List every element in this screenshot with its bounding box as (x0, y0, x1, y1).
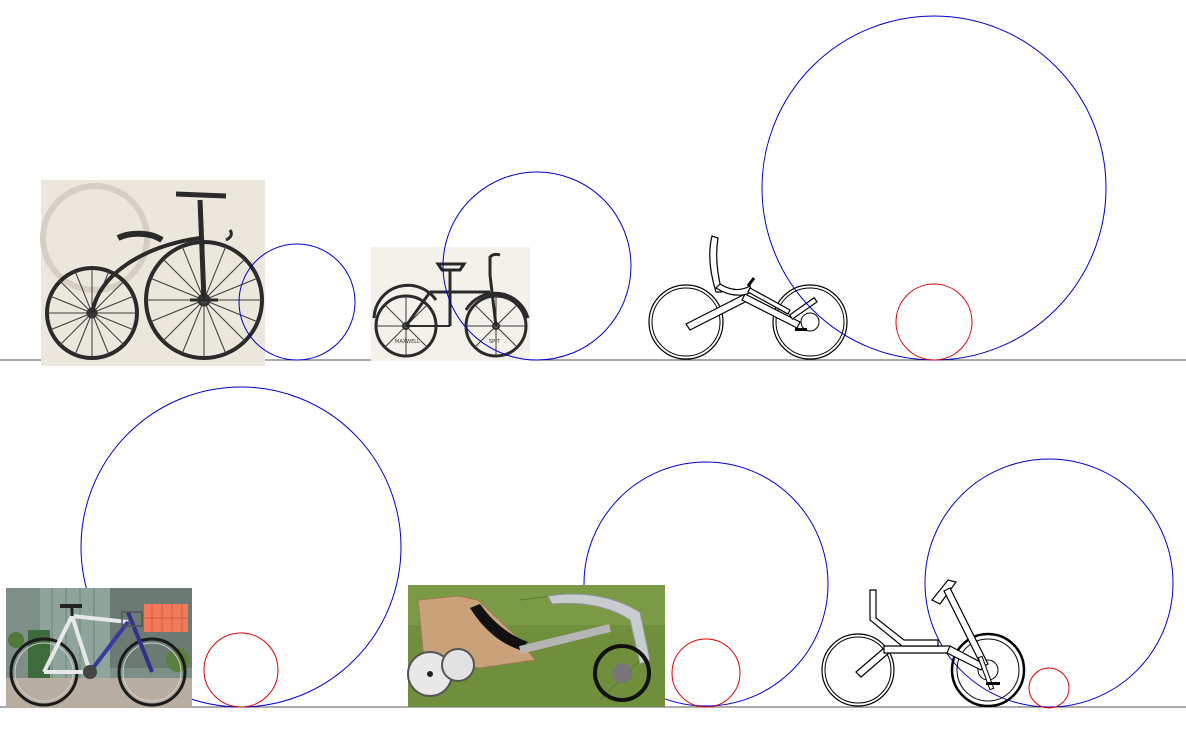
recumbent-front-wheel (772, 284, 848, 360)
wheel-circle-velomobile-small (671, 638, 741, 708)
velomobile-rear-wheel-right (441, 648, 475, 682)
velomobile-mockup-photo (407, 585, 665, 707)
wheel-circle-recumbent-large (761, 15, 1107, 361)
dwarf-safety-engraving: MAXWELL SPIT (371, 247, 530, 361)
tall-recumbent-line-drawing (821, 579, 1026, 708)
wheel-circle-hybrid-small (203, 632, 279, 708)
wheel-circle-dwarf-safety (442, 171, 632, 361)
velocipede-frame (90, 191, 233, 314)
tall-recumbent-front-wheel (950, 632, 1026, 708)
safety-frame (404, 252, 501, 327)
hybrid-front-wheel (117, 637, 187, 707)
wheel-circle-tall-recumbent-large (924, 458, 1174, 708)
wheel-circle-recumbent-small (895, 283, 973, 361)
rear-tyre-text: MAXWELL (395, 339, 420, 345)
wheel-circle-velomobile-large (583, 461, 829, 707)
recumbent-line-drawing (648, 235, 848, 360)
front-tyre-text: SPIT (489, 339, 501, 345)
velomobile-front-wheel (593, 644, 651, 702)
safety-front-wheel: SPIT (464, 291, 530, 358)
wheel-circle-tall-recumbent-small (1028, 667, 1070, 709)
tall-recumbent-rear-wheel (821, 633, 895, 707)
recumbent-rear-wheel (648, 284, 724, 360)
velocipede-engraving (40, 180, 265, 366)
wheel-circle-velocipede (238, 243, 356, 361)
hybrid-bike-photo (6, 588, 192, 708)
